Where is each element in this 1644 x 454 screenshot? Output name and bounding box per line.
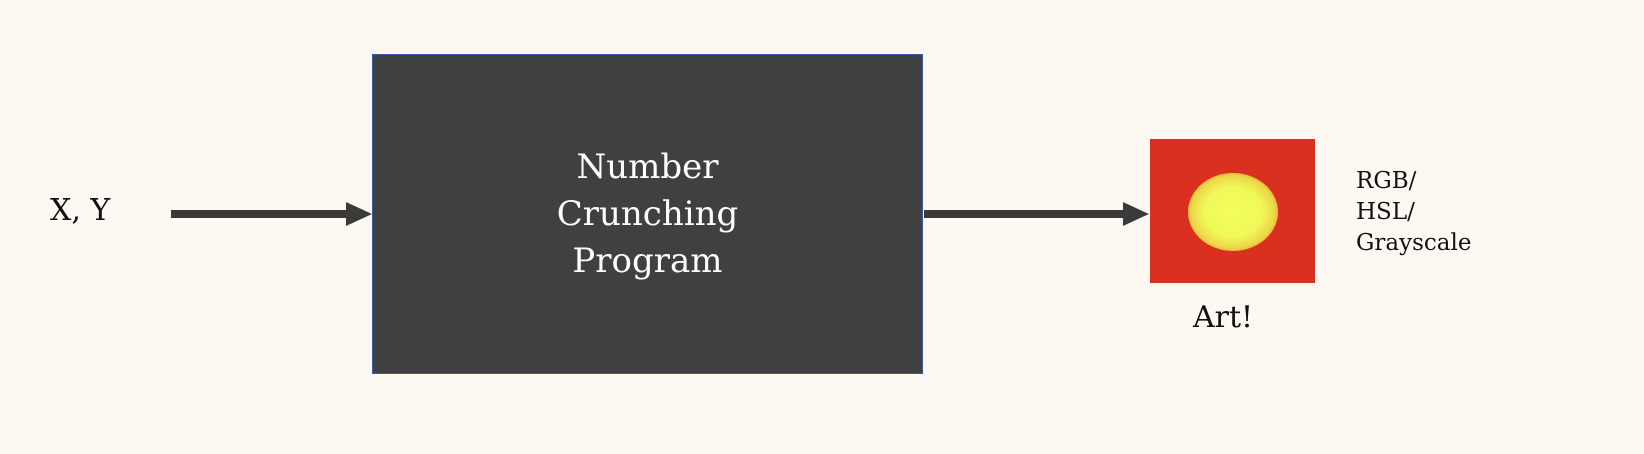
process-label-line-3: Program [572,240,723,281]
process-label-line-2: Crunching [556,193,739,234]
color-mode-hsl: HSL/ [1356,199,1415,225]
input-arrow-head [346,202,372,226]
art-image [1150,139,1315,283]
color-mode-rgb: RGB/ [1356,168,1417,194]
input-arrow [171,202,372,226]
process-box: Number Crunching Program [372,54,923,374]
color-modes-label: RGB/ HSL/ Grayscale [1356,166,1471,259]
color-mode-grayscale: Grayscale [1356,230,1472,256]
output-arrow [924,202,1149,226]
process-label-line-1: Number [576,146,719,187]
process-label: Number Crunching Program [557,144,739,285]
art-caption: Art! [1193,300,1254,335]
output-arrow-head [1123,202,1149,226]
art-blob [1188,173,1278,251]
input-label: X, Y [50,193,111,228]
